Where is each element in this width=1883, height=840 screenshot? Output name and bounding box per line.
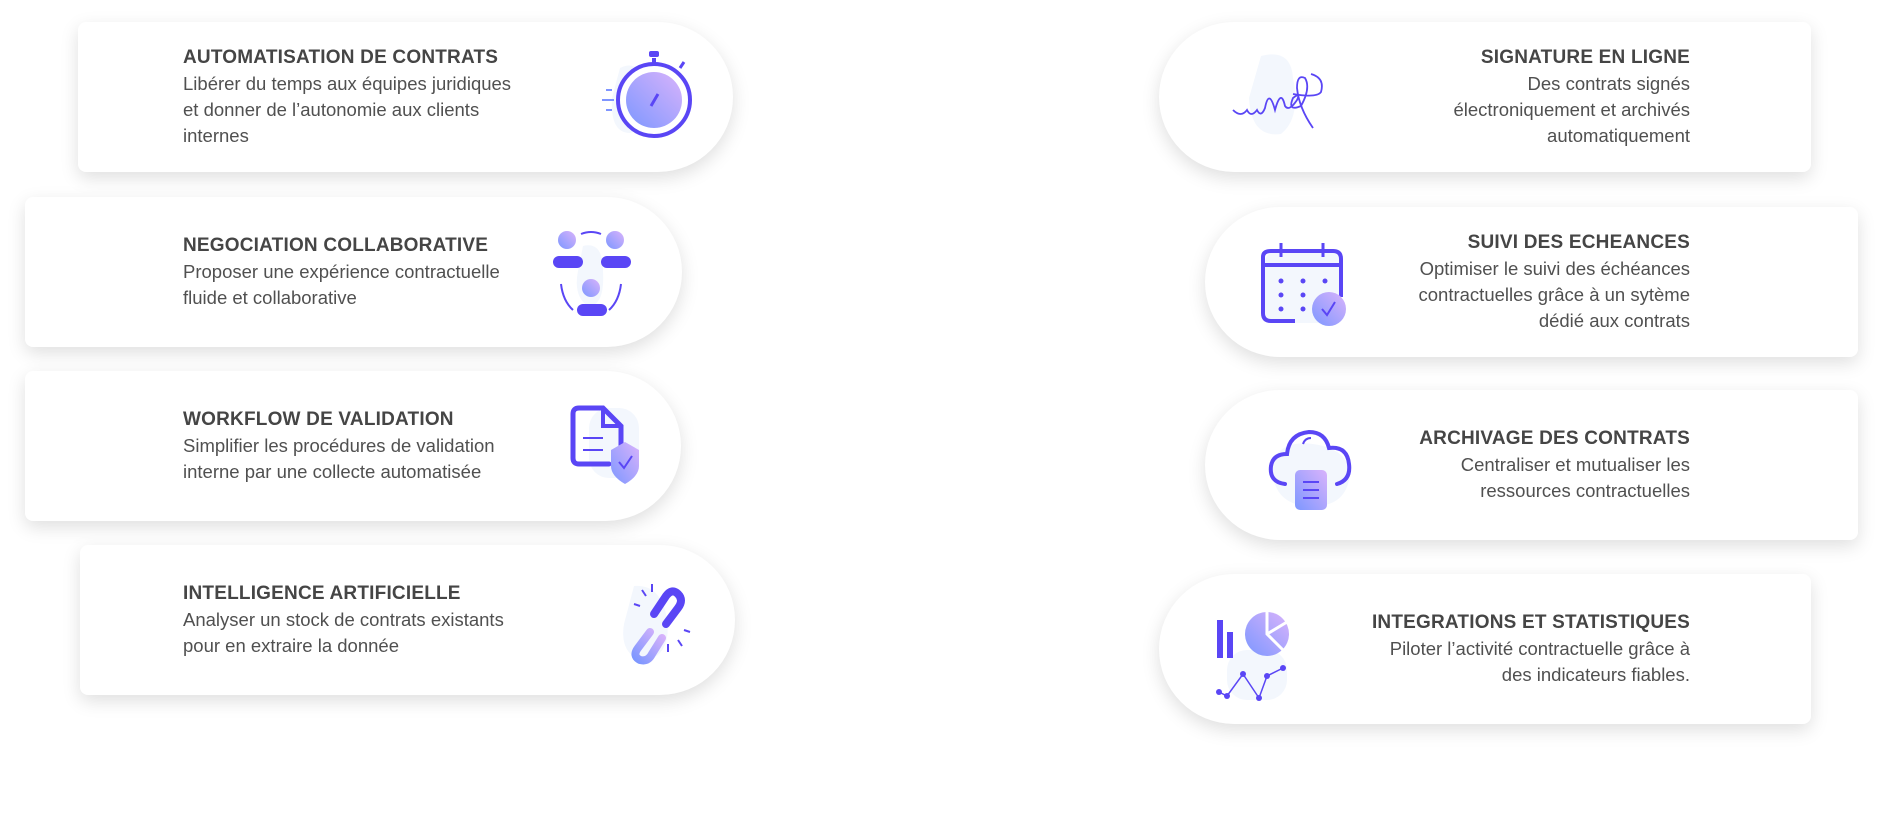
- feature-desc-line: internes: [183, 125, 249, 146]
- feature-desc-line: automatiquement: [1547, 125, 1690, 146]
- feature-card-intelligence: INTELLIGENCE ARTIFICIELLE Analyser un st…: [80, 545, 735, 695]
- feature-title: SIGNATURE EN LIGNE: [1480, 47, 1690, 68]
- feature-desc-line: et donner de l’autonomie aux clients: [183, 99, 480, 120]
- charts-statistics-icon: [1207, 610, 1303, 706]
- signature-icon: [1231, 48, 1327, 144]
- feature-title: WORKFLOW DE VALIDATION: [183, 409, 454, 430]
- feature-desc-line: pour en extraire la donnée: [183, 635, 399, 656]
- feature-desc-line: Proposer une expérience contractuelle: [183, 261, 500, 282]
- feature-title: NEGOCIATION COLLABORATIVE: [183, 235, 489, 256]
- feature-title: INTELLIGENCE ARTIFICIELLE: [183, 583, 461, 604]
- stopwatch-icon: [600, 48, 696, 144]
- feature-desc-line: des indicateurs fiables.: [1501, 664, 1690, 685]
- feature-desc-line: fluide et collaborative: [183, 287, 357, 308]
- document-shield-icon: [559, 394, 655, 490]
- feature-title: SUIVI DES ECHEANCES: [1467, 232, 1690, 253]
- cloud-document-icon: [1263, 420, 1359, 516]
- collaboration-people-icon: [543, 226, 639, 322]
- feature-title: ARCHIVAGE DES CONTRATS: [1419, 428, 1690, 449]
- feature-desc-line: Simplifier les procédures de validation: [183, 435, 495, 456]
- feature-title: AUTOMATISATION DE CONTRATS: [183, 47, 499, 68]
- calendar-check-icon: [1255, 237, 1351, 333]
- feature-desc-line: Libérer du temps aux équipes juridiques: [183, 73, 512, 94]
- feature-desc-line: Des contrats signés: [1527, 73, 1690, 94]
- broken-link-icon: [604, 574, 700, 670]
- feature-desc-line: électroniquement et archivés: [1453, 99, 1690, 120]
- feature-card-signature: SIGNATURE EN LIGNE Des contrats signés é…: [1159, 22, 1811, 172]
- feature-card-echeances: SUIVI DES ECHEANCES Optimiser le suivi d…: [1205, 207, 1858, 357]
- feature-desc-line: Centraliser et mutualiser les: [1460, 454, 1690, 475]
- feature-desc-line: ressources contractuelles: [1480, 480, 1690, 501]
- feature-card-negociation: NEGOCIATION COLLABORATIVE Proposer une e…: [25, 197, 682, 347]
- feature-desc-line: interne par une collecte automatisée: [183, 461, 482, 482]
- feature-desc-line: contractuelles grâce à un sytème: [1418, 284, 1690, 305]
- feature-desc-line: dédié aux contrats: [1538, 310, 1690, 331]
- feature-card-integrations: INTEGRATIONS ET STATISTIQUES Piloter l’a…: [1159, 574, 1811, 724]
- feature-card-workflow: WORKFLOW DE VALIDATION Simplifier les pr…: [25, 371, 681, 521]
- feature-desc-line: Optimiser le suivi des échéances: [1419, 258, 1690, 279]
- feature-desc-line: Analyser un stock de contrats existants: [183, 609, 504, 630]
- feature-card-automatisation: AUTOMATISATION DE CONTRATS Libérer du te…: [78, 22, 733, 172]
- feature-title: INTEGRATIONS ET STATISTIQUES: [1371, 612, 1690, 633]
- feature-desc-line: Piloter l’activité contractuelle grâce à: [1389, 638, 1690, 659]
- feature-card-archivage: ARCHIVAGE DES CONTRATS Centraliser et mu…: [1205, 390, 1858, 540]
